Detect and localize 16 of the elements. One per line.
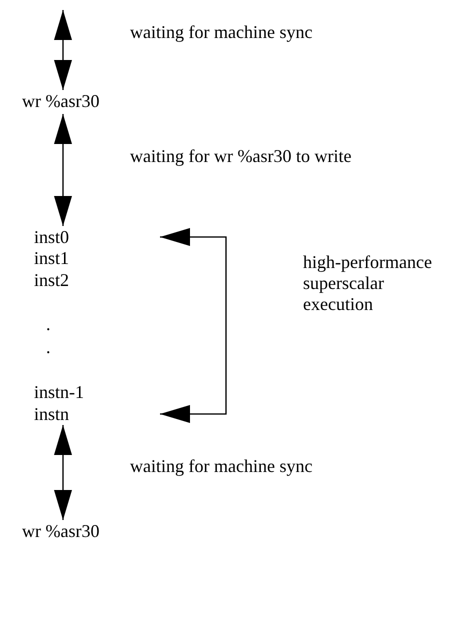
instruction-text: inst2 [34, 270, 70, 291]
edge-label: waiting for wr %asr30 to write [130, 146, 352, 167]
instruction-text: wr %asr30 [22, 90, 100, 112]
instruction-text: instn-1 [34, 382, 84, 403]
instruction-text: . [46, 314, 50, 335]
double-arrow [54, 10, 72, 90]
instruction-text: instn [34, 403, 70, 425]
double-arrow [54, 114, 72, 226]
instruction-text: wr %asr30 [22, 520, 100, 542]
edge-label: waiting for machine sync [130, 456, 312, 477]
edge-label: waiting for machine sync [130, 22, 312, 43]
double-arrow [54, 425, 72, 520]
instruction-text: inst0 [34, 226, 70, 248]
double-arrow [160, 228, 227, 423]
instruction-text: inst1 [34, 248, 70, 269]
instruction-text: . [46, 337, 50, 358]
